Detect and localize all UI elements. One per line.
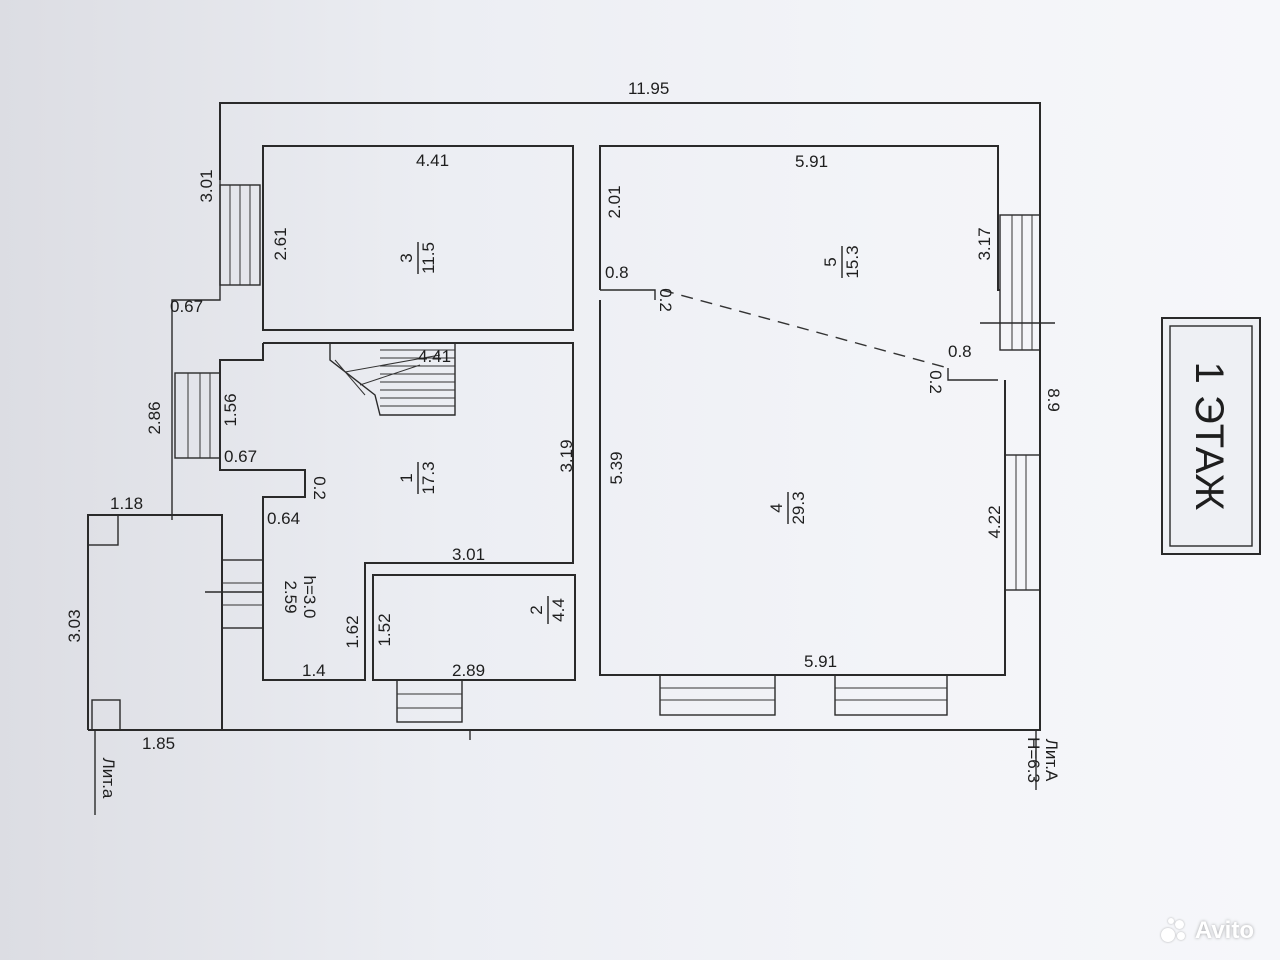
dim-room4-step: 0.8	[948, 342, 972, 361]
dim-room2-left: 1.52	[375, 613, 394, 646]
dim-left-wall-top: 3.01	[197, 169, 216, 202]
label-lit-A-height: H=6.3	[1024, 737, 1043, 783]
dim-corridor-right: 1.62	[343, 615, 362, 648]
avito-watermark: Avito	[1159, 916, 1254, 946]
dim-room1-notch: 0.67	[224, 447, 257, 466]
dim-room5-top: 5.91	[795, 152, 828, 171]
windows	[87, 184, 1055, 731]
room-number: 2	[527, 605, 546, 614]
dim-room1-left: 1.56	[221, 393, 240, 426]
room-number: 5	[821, 257, 840, 266]
dim-overall-length: 11.95	[628, 79, 669, 98]
room-5-outline	[599, 145, 1000, 291]
dim-room2-top: 3.01	[452, 545, 485, 564]
room-label-2: 2 4.4	[527, 596, 568, 624]
stairs	[329, 343, 456, 416]
room-label-5: 5 15.3	[821, 245, 862, 278]
dim-room5-left: 2.01	[605, 185, 624, 218]
dim-corridor-side: 2.59	[281, 580, 300, 613]
room-area: 4.4	[549, 598, 568, 622]
room-4-outline	[599, 300, 1006, 676]
dim-room5-right: 3.17	[975, 227, 994, 260]
dim-room1-top: 4.41	[418, 347, 451, 366]
dim-room4-right: 4.22	[985, 505, 1004, 538]
dim-porch-top: 1.18	[110, 494, 143, 513]
room-label-3: 3 11.5	[397, 242, 438, 274]
dim-room5-step-offset: 0.2	[656, 288, 675, 312]
room-1-outline	[219, 342, 574, 681]
room-area: 15.3	[843, 245, 862, 278]
dim-room1-notch-offset: 0.2	[310, 476, 329, 500]
dim-overall-width: 8.9	[1044, 388, 1063, 412]
label-lit-a: Лит.а	[99, 758, 118, 799]
dim-left-step: 0.67	[170, 297, 203, 316]
room-3-outline	[262, 145, 574, 331]
dim-room5-step: 0.8	[605, 263, 629, 282]
dim-room1-right: 3.19	[557, 439, 576, 472]
room-number: 3	[397, 253, 416, 262]
dim-porch-side: 3.03	[65, 609, 84, 642]
label-lit-A: Лит.А	[1042, 739, 1061, 782]
dim-porch-bottom: 1.85	[142, 734, 175, 753]
room-area: 11.5	[419, 242, 438, 274]
room-label-4: 4 29.3	[767, 491, 808, 524]
dim-room3-top: 4.41	[416, 151, 449, 170]
avito-logo-text: Avito	[1194, 917, 1254, 944]
dim-room3-side: 2.61	[271, 227, 290, 260]
dim-room1-notch2: 0.64	[267, 509, 300, 528]
dim-corridor-bottom: 1.4	[302, 661, 326, 680]
floor-title-box: 1 ЭТАЖ	[1161, 317, 1261, 555]
dim-room4-left: 5.39	[607, 451, 626, 484]
room-divider-dashed	[661, 289, 949, 369]
room-number: 1	[397, 473, 416, 482]
floor-title: 1 ЭТАЖ	[1187, 362, 1231, 511]
avito-logo-icon	[1159, 916, 1189, 946]
room-area: 29.3	[789, 491, 808, 524]
room-area: 17.3	[419, 461, 438, 494]
dim-room4-bottom: 5.91	[804, 652, 837, 671]
room-label-1: 1 17.3	[397, 461, 438, 494]
dim-left-wall-mid: 2.86	[145, 401, 164, 434]
dim-room4-step-offset: 0.2	[926, 370, 945, 394]
room-number: 4	[767, 503, 786, 512]
dim-ceiling-height: h=3.0	[300, 575, 319, 618]
dim-room2-bottom: 2.89	[452, 661, 485, 680]
room-2-outline	[372, 574, 576, 681]
